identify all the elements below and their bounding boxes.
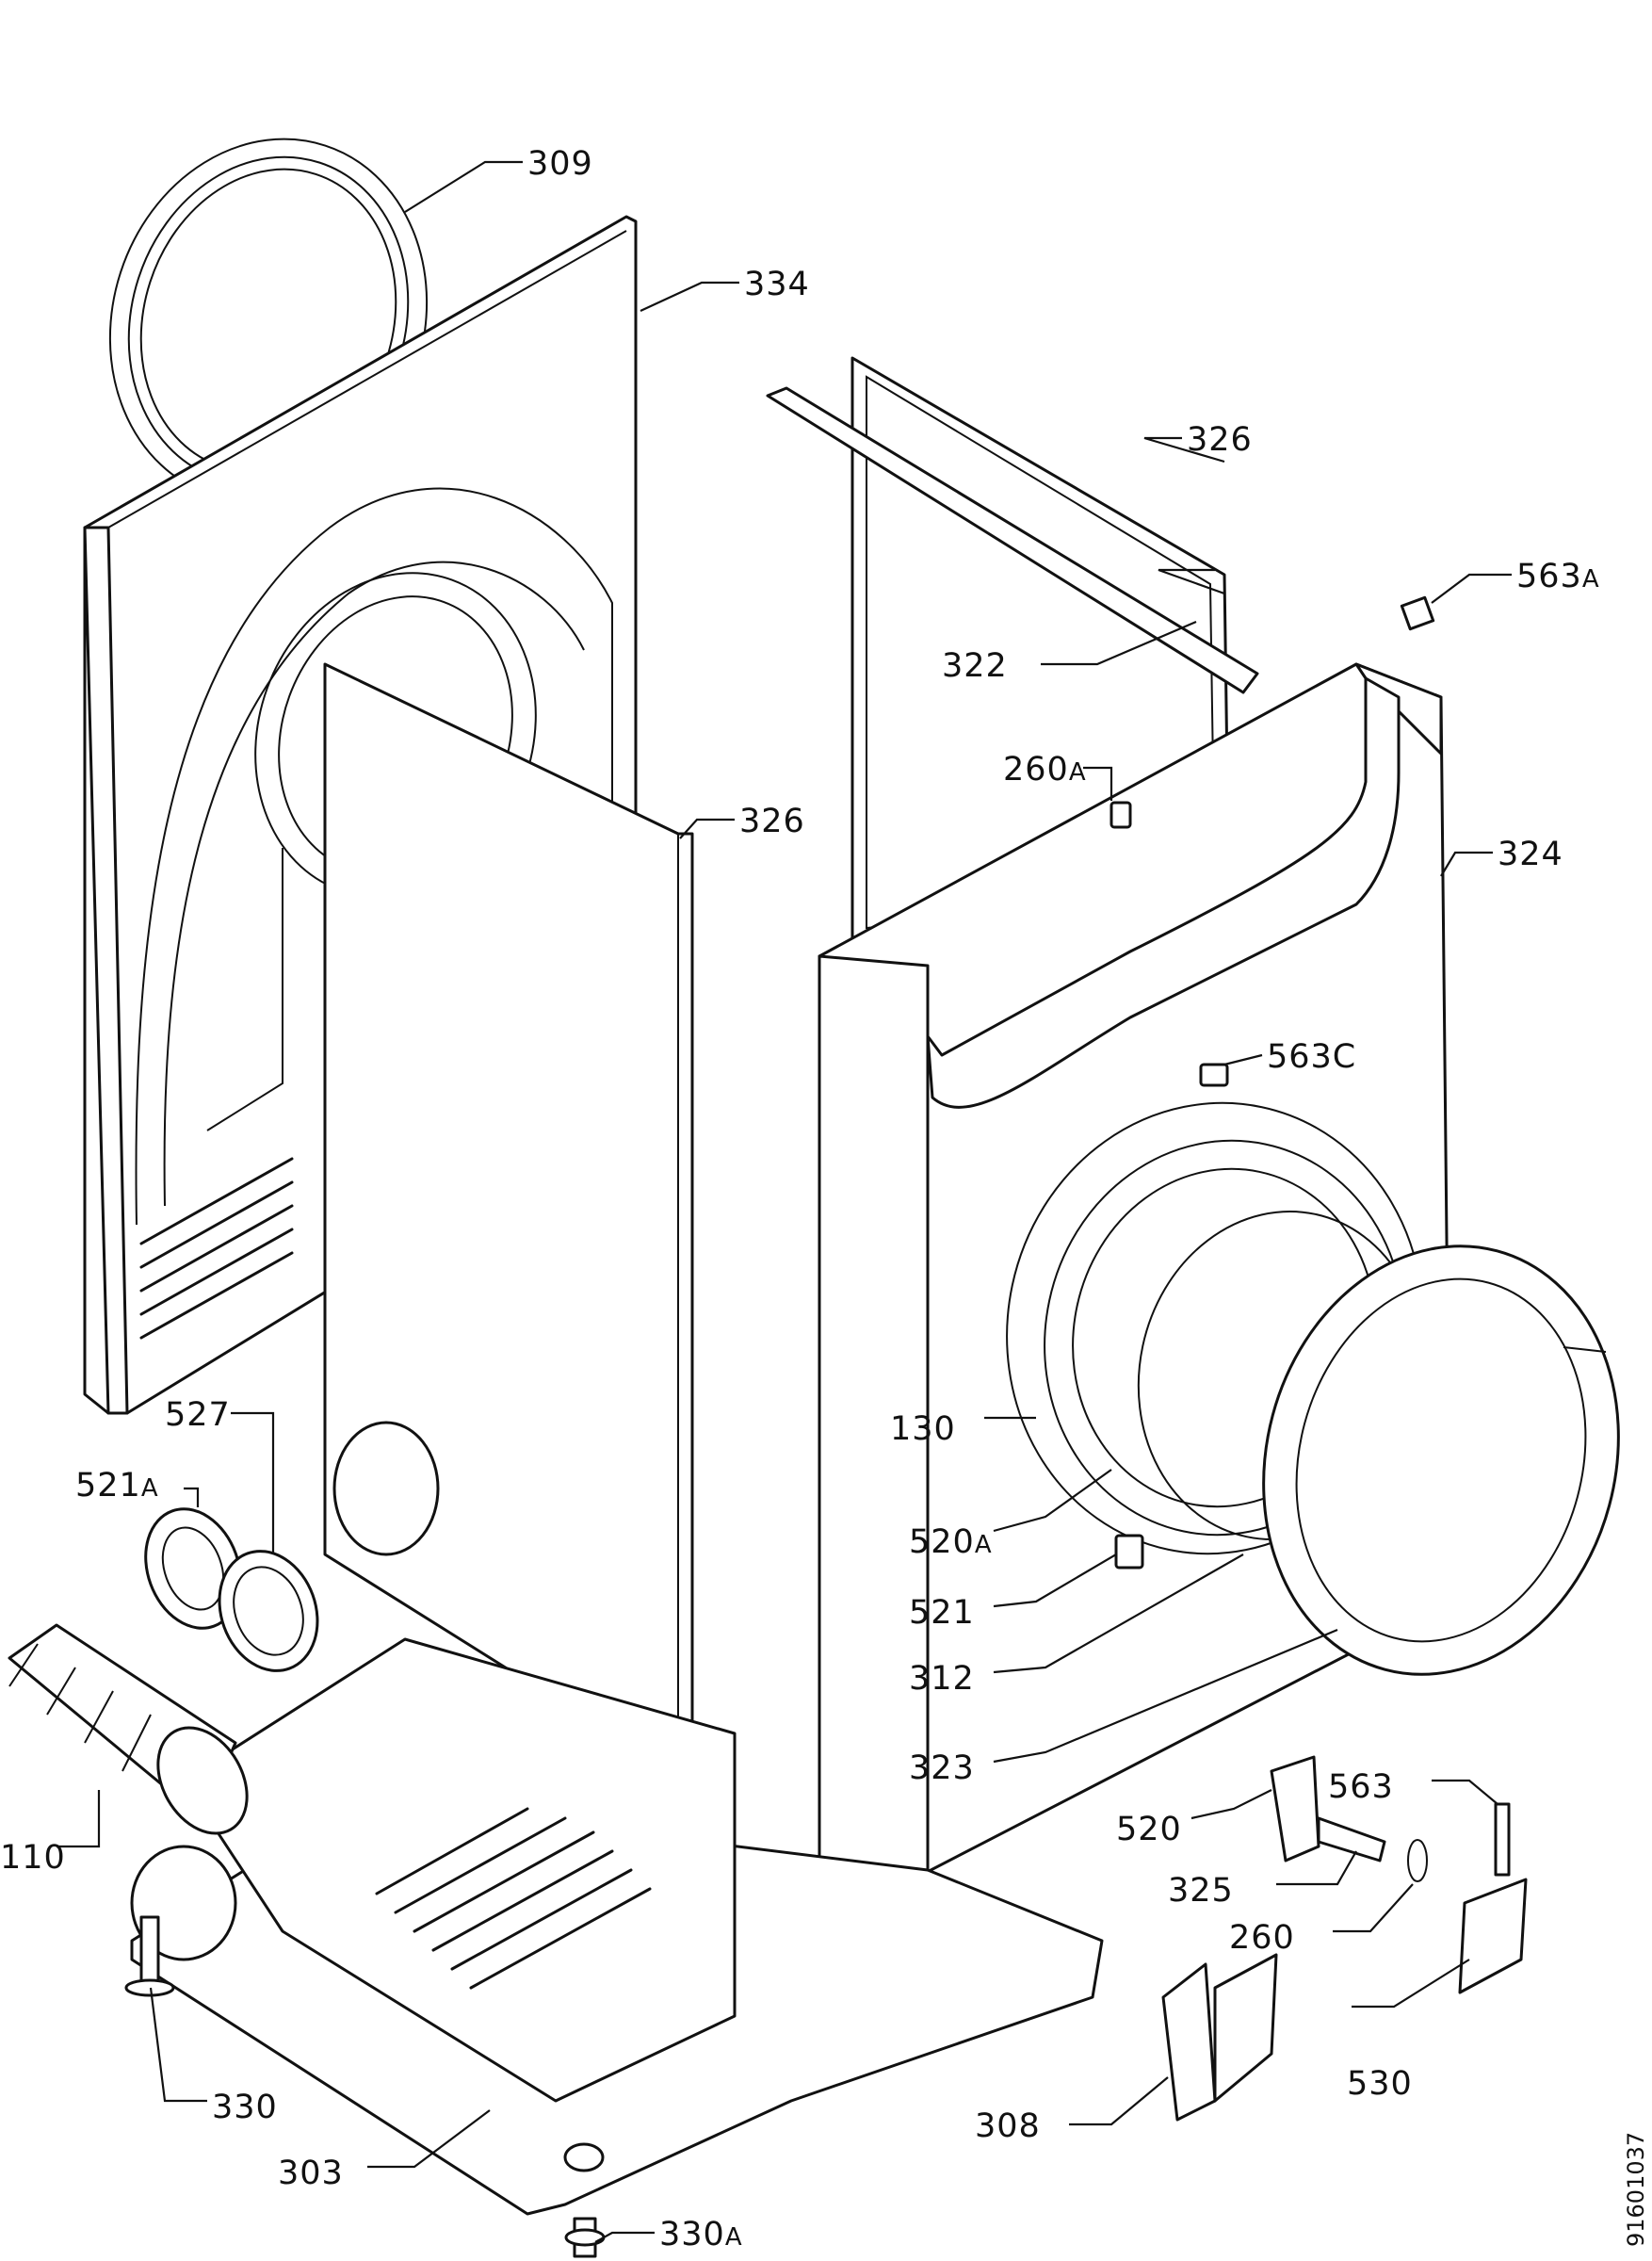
label-130: 130 — [890, 1410, 956, 1448]
label-520a: 520A — [909, 1523, 993, 1561]
label-322: 322 — [942, 647, 1008, 685]
label-303: 303 — [278, 2155, 344, 2192]
leader-lines — [57, 160, 1512, 2243]
base-303 — [130, 1637, 1104, 2216]
pin-563 — [1494, 1802, 1511, 1877]
label-330: 330 — [212, 2089, 278, 2126]
label-521a: 521A — [75, 1467, 159, 1505]
hinge-plate-520 — [1270, 1755, 1320, 1862]
foot-330 — [124, 1915, 175, 1997]
front-panel-324 — [818, 662, 1620, 1895]
part-labels: 309 334 326 563A 322 260A 326 324 563C 5… — [0, 145, 1600, 2253]
label-330a: 330A — [659, 2216, 743, 2253]
label-110: 110 — [0, 1839, 66, 1877]
label-520: 520 — [1116, 1811, 1182, 1848]
coupling-527 — [218, 1550, 319, 1672]
side-panel-326-left — [323, 662, 694, 1778]
label-308: 308 — [975, 2107, 1041, 2145]
hinge-308 — [1161, 1953, 1278, 2122]
hinge-pin-325 — [1317, 1816, 1386, 1862]
label-334: 334 — [744, 266, 810, 303]
clip-260a — [1109, 801, 1132, 829]
label-260: 260 — [1229, 1919, 1295, 1957]
spring-260 — [1407, 1839, 1428, 1882]
label-260a: 260A — [1003, 751, 1087, 789]
label-323: 323 — [909, 1749, 975, 1787]
coupling-521a — [144, 1507, 242, 1630]
clip-521 — [1114, 1534, 1144, 1570]
hinge-530 — [1458, 1878, 1528, 1994]
hose-110 — [8, 1623, 249, 1835]
clip-563a — [1400, 595, 1435, 631]
label-326-mid: 326 — [739, 803, 805, 840]
rear-vent-grille — [139, 1157, 294, 1340]
label-521: 521 — [909, 1594, 975, 1632]
label-563a: 563A — [1516, 558, 1600, 595]
clip-563c — [1199, 1063, 1229, 1087]
base-vents — [375, 1807, 652, 1990]
label-309: 309 — [527, 145, 593, 183]
label-324: 324 — [1498, 836, 1563, 873]
label-563c: 563C — [1267, 1038, 1356, 1076]
drawing-number: 91601037 — [1623, 2132, 1649, 2247]
label-530: 530 — [1347, 2065, 1413, 2103]
label-563: 563 — [1328, 1768, 1394, 1806]
label-312: 312 — [909, 1660, 975, 1698]
label-325: 325 — [1168, 1872, 1234, 1910]
label-527: 527 — [165, 1396, 231, 1434]
label-326-top: 326 — [1187, 421, 1253, 459]
top-strip-322 — [766, 386, 1259, 694]
foot-330a — [564, 2217, 606, 2258]
